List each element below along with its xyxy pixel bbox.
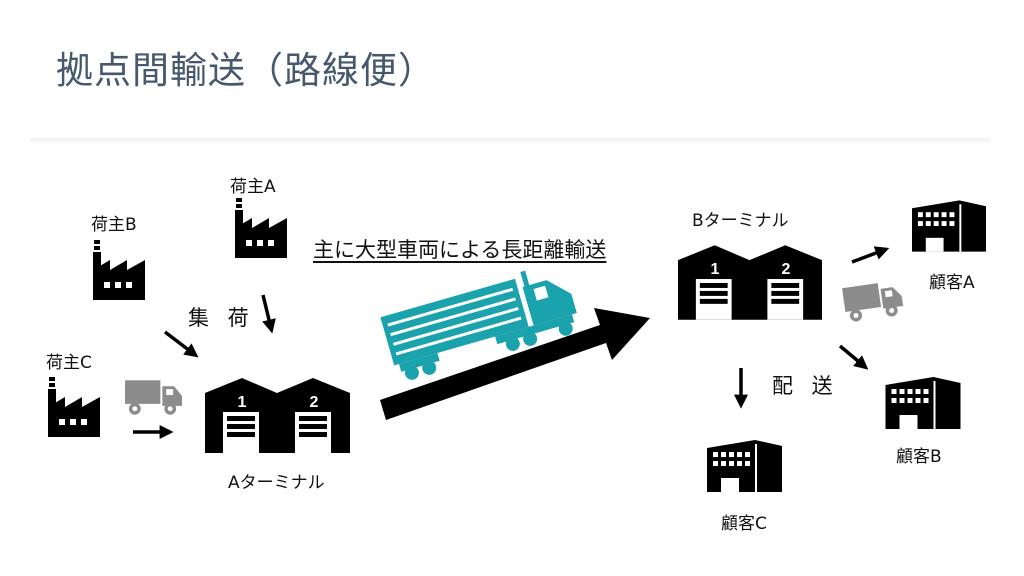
page-title: 拠点間輸送（路線便） [56,49,436,92]
door-number: 1 [238,394,247,411]
truck-icon [125,380,182,415]
building-icon [885,377,961,429]
terminal-a-label: Aターミナル [228,473,325,493]
customer-a-label: 顧客A [929,273,975,293]
factory-icon [235,198,287,258]
building-icon [707,440,782,492]
door-number: 2 [310,394,319,411]
customer-b-label: 顧客B [896,447,942,467]
customer-c-label: 顧客C [721,514,767,534]
door-number: 1 [711,261,720,278]
arrow-icon [838,344,869,370]
arrow-icon [163,330,199,358]
terminal-b-label: Bターミナル [692,211,789,231]
building-icon [912,200,986,252]
arrow-icon [261,294,276,334]
arrow-icon [851,246,890,264]
shipper-c-label: 荷主C [46,353,92,373]
warehouse-icon [205,378,350,453]
shipper-a-label: 荷主A [230,177,276,197]
title-divider [30,138,990,144]
deliver-label: 配 送 [772,374,839,398]
door-number: 2 [782,261,791,278]
factory-icon [93,240,145,300]
main-transport-label: 主に大型車両による長距離輸送 [313,238,607,262]
trailer-truck-icon [380,270,577,380]
factory-icon [48,377,100,437]
collect-label: 集 荷 [188,306,255,330]
truck-icon [842,280,905,323]
warehouse-icon [678,245,822,320]
shipper-b-label: 荷主B [91,215,137,235]
long-arrow-icon [380,308,650,420]
